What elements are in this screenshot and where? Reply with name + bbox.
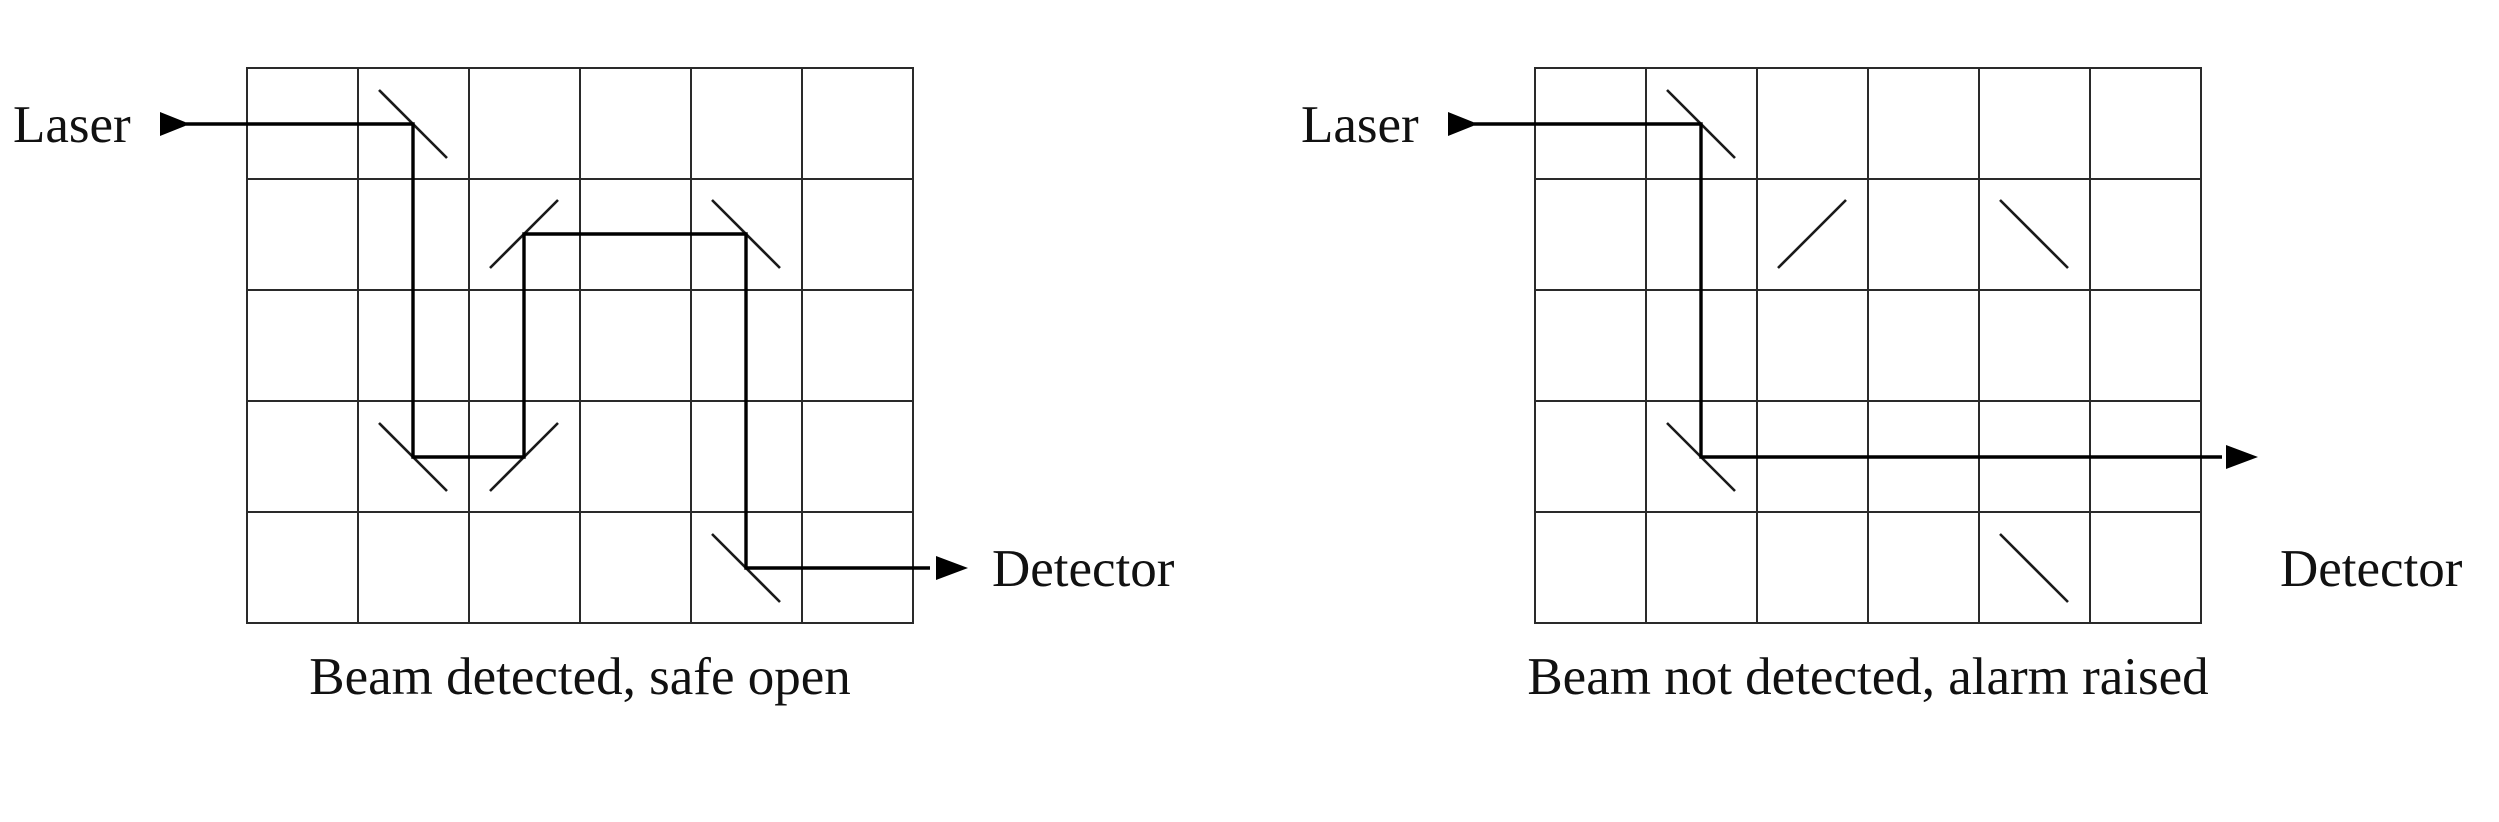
beam-line <box>186 122 930 570</box>
panel-beam-not-detected: Laser Detector Beam not detected, alarm … <box>1301 67 2463 706</box>
detector-label: Detector <box>2280 540 2463 598</box>
laser-label: Laser <box>13 96 131 154</box>
laser-label: Laser <box>1301 96 1419 154</box>
panel-caption: Beam not detected, alarm raised <box>1527 648 2208 706</box>
laser-beam-path <box>160 112 968 580</box>
beam-arrow-icon <box>2226 445 2258 469</box>
panel-beam-detected: Laser Detector Beam detected, safe open <box>13 67 1175 706</box>
beam-arrow-icon <box>936 556 968 580</box>
laser-emitter-icon <box>1448 112 1478 136</box>
laser-beam-path <box>1448 112 2258 469</box>
detector-label: Detector <box>992 540 1175 598</box>
mirror <box>1999 199 2069 269</box>
mirror <box>1777 199 1847 269</box>
grid <box>246 67 914 624</box>
mirror <box>1999 533 2069 603</box>
panel-caption: Beam detected, safe open <box>309 648 851 706</box>
grid <box>1534 67 2202 624</box>
beam-line <box>1474 122 2222 459</box>
laser-emitter-icon <box>160 112 190 136</box>
